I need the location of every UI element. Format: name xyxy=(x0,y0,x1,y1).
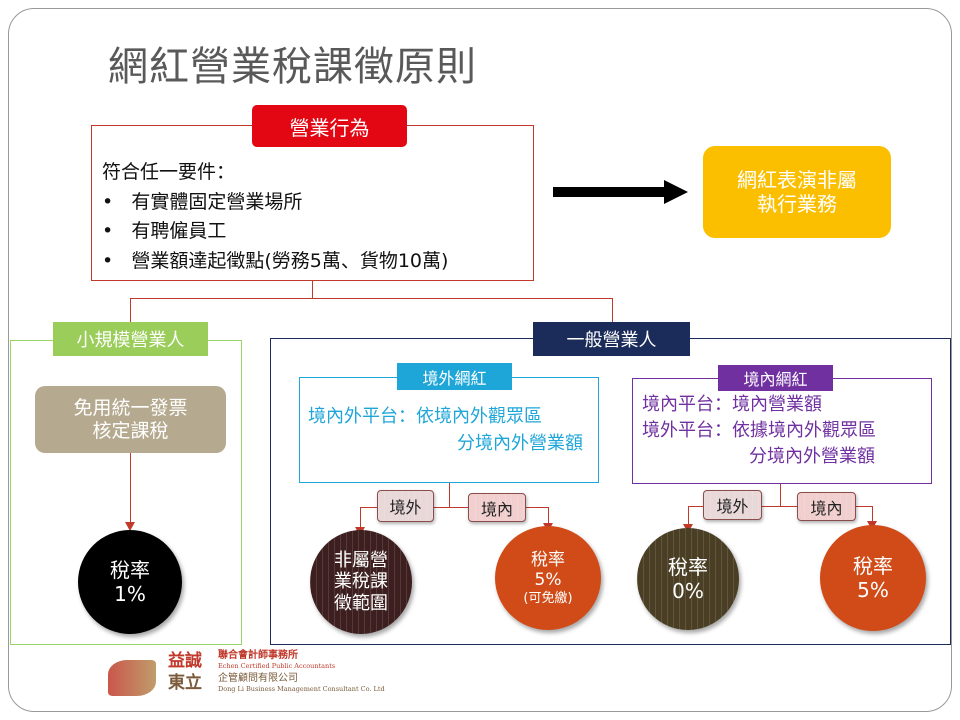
logo-firm2-en: Dong Li Business Management Consultant C… xyxy=(218,685,385,693)
domestic-label: 境內網紅 xyxy=(718,365,833,391)
connector xyxy=(688,506,689,526)
logo-firm2: 企管顧問有限公司 xyxy=(218,673,298,684)
domestic-text: 境內平台：境內營業額 境外平台：依據境內外觀眾區 分境內外營業額 xyxy=(642,392,927,470)
rate-value: 5% xyxy=(534,570,562,591)
connector xyxy=(360,507,361,529)
foreign-text-line: 境內外平台：依境內外觀眾區 xyxy=(308,406,542,427)
page-title: 網紅營業稅課徵原則 xyxy=(108,44,477,90)
rate-note: (可免繳) xyxy=(523,590,573,606)
domestic-in-tab: 境內 xyxy=(797,492,856,521)
connector xyxy=(130,453,131,523)
foreign-text-line: 分境內外營業額 xyxy=(457,433,583,454)
condition-item: • 營業額達起徵點(勞務5萬、貨物10萬) xyxy=(102,249,449,272)
domestic-out-rate-circle: 稅率 0% xyxy=(637,528,739,630)
connector xyxy=(312,281,313,299)
foreign-label: 境外網紅 xyxy=(397,363,512,390)
rate-label: 稅率 xyxy=(110,558,150,582)
slide-frame xyxy=(8,8,952,712)
business-label: 營業行為 xyxy=(252,105,407,147)
small-invoice-box: 免用統一發票 核定課稅 xyxy=(35,386,226,453)
connector xyxy=(548,507,549,527)
connector xyxy=(688,506,873,507)
invoice-line1: 免用統一發票 xyxy=(73,396,188,419)
connector xyxy=(780,484,781,506)
rate-value: 0% xyxy=(672,579,704,603)
arrow-down-icon xyxy=(125,522,135,531)
foreign-out-tab: 境外 xyxy=(377,490,434,522)
foreign-text: 境內外平台：依境內外觀眾區 分境內外營業額 xyxy=(308,403,588,457)
logo-cn1: 益誠 xyxy=(168,651,202,671)
logo-cn2: 東立 xyxy=(168,673,202,693)
connector xyxy=(130,298,131,322)
logo-text: 聯合會計師事務所 Echen Certified Public Accounta… xyxy=(218,651,385,694)
condition-item: • 有聘僱員工 xyxy=(102,220,227,242)
company-logo: 益誠 東立 聯合會計師事務所 Echen Certified Public Ac… xyxy=(106,650,391,700)
circle-line: 徵範圍 xyxy=(334,592,388,614)
domestic-text-line: 分境內外營業額 xyxy=(749,446,875,467)
logo-firm1-en: Echen Certified Public Accountants xyxy=(218,662,336,670)
result-line2: 執行業務 xyxy=(757,192,837,216)
result-line1: 網紅表演非屬 xyxy=(737,168,857,192)
circle-line: 非屬營 xyxy=(334,549,388,571)
result-box: 網紅表演非屬 執行業務 xyxy=(703,146,891,238)
right-arrow-head-icon xyxy=(664,180,688,204)
logo-firm1: 聯合會計師事務所 xyxy=(218,650,298,661)
rate-value: 1% xyxy=(114,582,146,606)
invoice-line2: 核定課稅 xyxy=(92,419,169,442)
domestic-in-rate-circle: 稅率 5% xyxy=(820,525,926,631)
foreign-out-circle: 非屬營 業稅課 徵範圍 xyxy=(310,530,412,634)
domestic-text-line: 境外平台：依據境內外觀眾區 xyxy=(642,420,876,441)
condition-item: • 有實體固定營業場所 xyxy=(102,190,303,213)
connector xyxy=(360,507,548,508)
logo-cn: 益誠 東立 xyxy=(168,650,202,694)
logo-mark-icon xyxy=(108,660,156,696)
domestic-out-tab: 境外 xyxy=(703,490,762,520)
small-rate-circle: 稅率 1% xyxy=(78,530,182,634)
rate-label: 稅率 xyxy=(853,554,893,578)
foreign-in-rate-circle: 稅率 5% (可免繳) xyxy=(495,526,601,630)
connector xyxy=(449,483,450,507)
rate-value: 5% xyxy=(857,578,889,602)
connector xyxy=(130,298,613,299)
connector xyxy=(612,298,613,322)
right-arrow-icon xyxy=(553,187,665,197)
rate-label: 稅率 xyxy=(668,555,708,579)
rate-label: 稅率 xyxy=(531,549,565,570)
domestic-text-line: 境內平台：境內營業額 xyxy=(642,394,822,415)
foreign-in-tab: 境內 xyxy=(468,493,526,522)
conditions-intro: 符合任一要件： xyxy=(102,161,236,183)
circle-line: 業稅課 xyxy=(334,571,388,593)
small-business-label: 小規模營業人 xyxy=(53,322,208,356)
general-business-label: 一般營業人 xyxy=(533,322,690,356)
connector xyxy=(872,506,873,523)
business-conditions: 符合任一要件： • 有實體固定營業場所 • 有聘僱員工 • 營業額達起徵點(勞務… xyxy=(102,158,448,276)
